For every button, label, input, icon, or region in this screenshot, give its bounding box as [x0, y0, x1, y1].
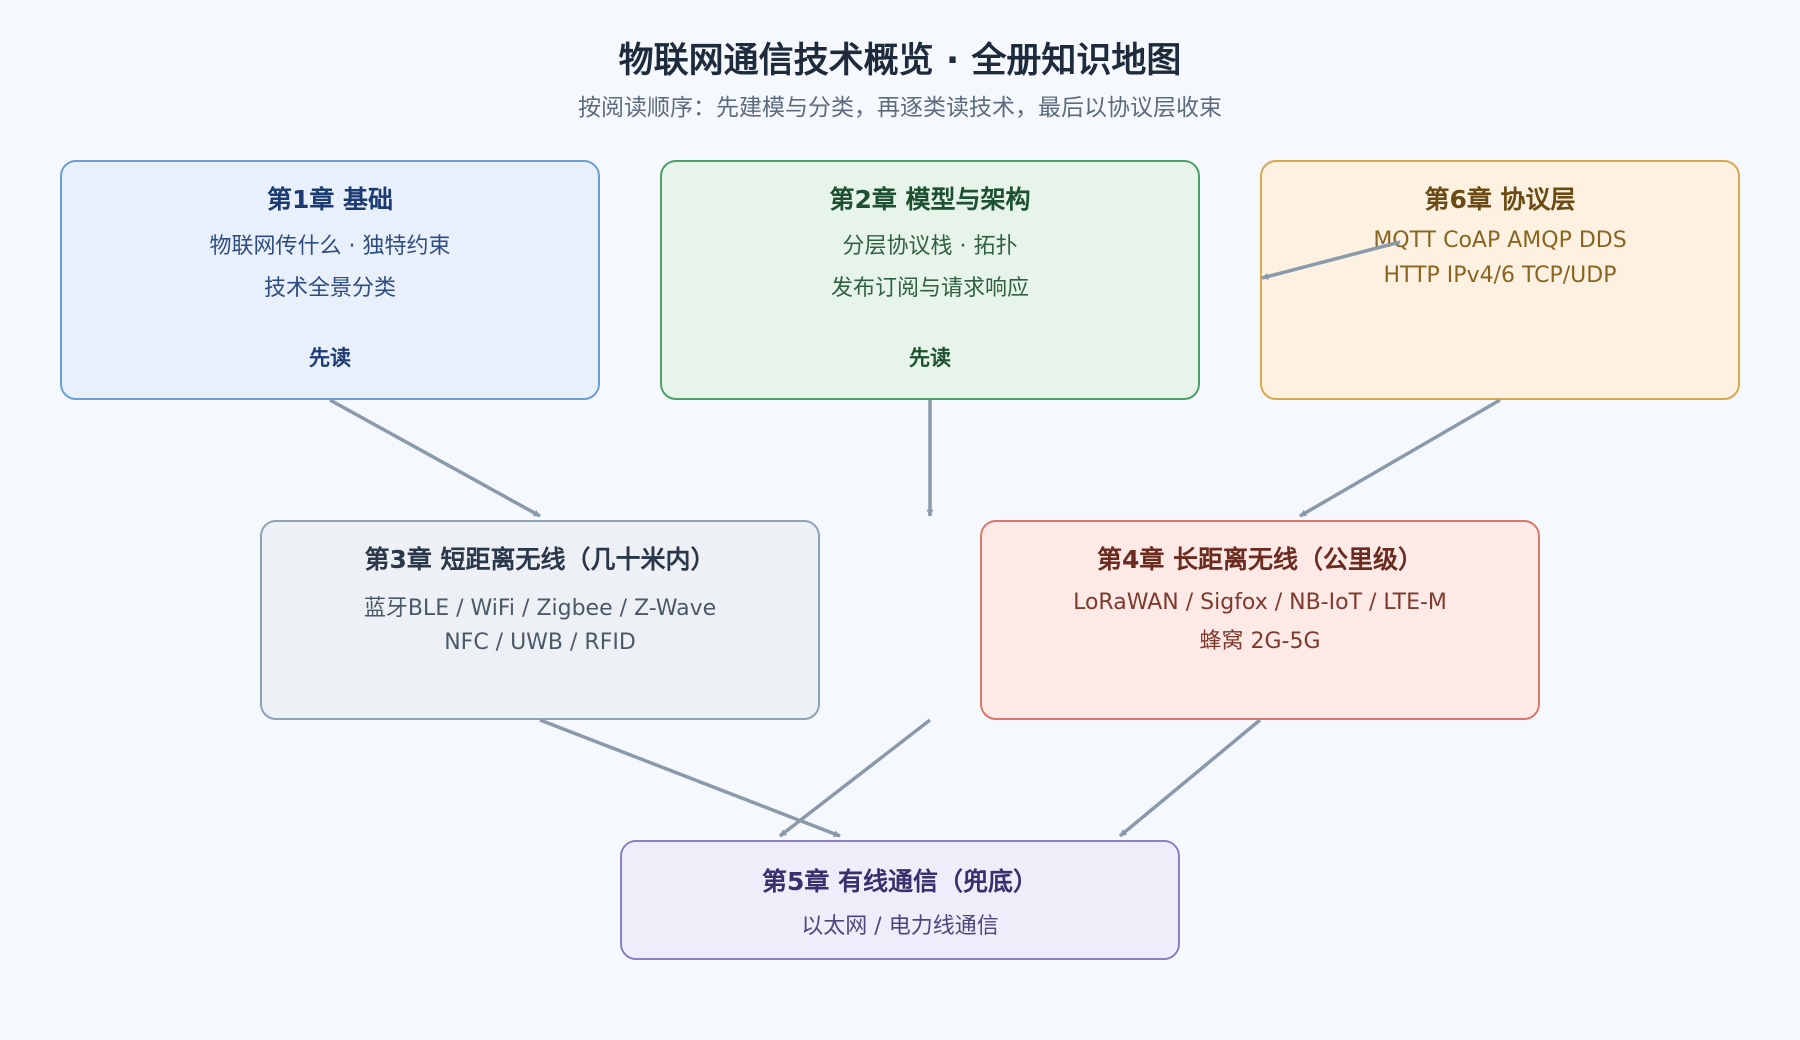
arrow-ch6-to-ch4 — [1299, 398, 1501, 518]
chapter-1-note: 先读 — [309, 346, 351, 370]
arrow-center-to-ch5 — [778, 718, 932, 838]
chapter-1-box: 第1章 基础 物联网传什么 · 独特约束 技术全景分类 先读 — [60, 160, 600, 400]
chapter-2-title: 第2章 模型与架构 — [829, 185, 1031, 214]
chapter-3-line-2: NFC / UWB / RFID — [444, 630, 636, 655]
chapter-1-title: 第1章 基础 — [266, 185, 394, 214]
chapter-5-box: 第5章 有线通信（兜底） 以太网 / 电力线通信 — [620, 840, 1180, 960]
chapter-5-title: 第5章 有线通信（兜底） — [761, 867, 1039, 896]
chapter-4-line-2: 蜂窝 2G-5G — [1199, 629, 1321, 654]
chapter-1-line-1: 物联网传什么 · 独特约束 — [209, 234, 451, 259]
chapter-4-line-1: LoRaWAN / Sigfox / NB-IoT / LTE-M — [1073, 590, 1447, 615]
arrow-ch4-to-ch5 — [1118, 718, 1262, 838]
diagram-title: 物联网通信技术概览 · 全册知识地图 — [618, 41, 1182, 81]
chapter-3-line-1: 蓝牙BLE / WiFi / Zigbee / Z-Wave — [363, 596, 717, 621]
chapter-2-line-2: 发布订阅与请求响应 — [830, 276, 1029, 301]
chapter-3-box: 第3章 短距离无线（几十米内） 蓝牙BLE / WiFi / Zigbee / … — [260, 520, 820, 720]
chapter-1-line-2: 技术全景分类 — [263, 276, 396, 301]
diagram-subtitle: 按阅读顺序：先建模与分类，再逐类读技术，最后以协议层收束 — [578, 95, 1222, 121]
chapter-4-title: 第4章 长距离无线（公里级） — [1096, 545, 1424, 574]
chapter-6-box: 第6章 协议层 MQTT CoAP AMQP DDS HTTP IPv4/6 T… — [1260, 160, 1740, 400]
chapter-6-line-2: HTTP IPv4/6 TCP/UDP — [1383, 263, 1617, 288]
chapter-6-line-1: MQTT CoAP AMQP DDS — [1373, 228, 1627, 253]
chapter-5-line-1: 以太网 / 电力线通信 — [801, 914, 999, 939]
chapter-4-box: 第4章 长距离无线（公里级） LoRaWAN / Sigfox / NB-IoT… — [980, 520, 1540, 720]
chapter-2-line-1: 分层协议栈 · 拓扑 — [842, 234, 1018, 259]
chapter-2-note: 先读 — [909, 346, 951, 370]
arrow-ch3-to-ch5 — [539, 718, 841, 838]
arrow-ch1-to-ch3 — [329, 398, 541, 518]
chapter-2-box: 第2章 模型与架构 分层协议栈 · 拓扑 发布订阅与请求响应 先读 — [660, 160, 1200, 400]
chapter-6-title: 第6章 协议层 — [1424, 185, 1576, 214]
chapter-3-title: 第3章 短距离无线（几十米内） — [364, 545, 716, 574]
